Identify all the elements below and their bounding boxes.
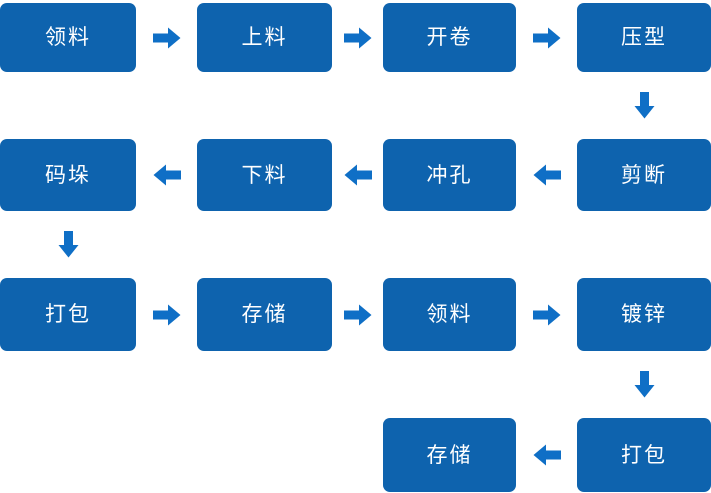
flow-node-label: 领料	[45, 25, 91, 49]
flow-node-label: 存储	[241, 302, 288, 326]
arrow-left-icon	[533, 164, 561, 186]
flow-node: 打包	[577, 418, 711, 492]
arrow-left-icon	[533, 444, 561, 466]
flow-node-label: 码垛	[45, 162, 91, 187]
flow-node: 剪断	[577, 139, 711, 211]
arrow-right-icon	[343, 27, 371, 48]
arrow-right-icon	[532, 27, 560, 48]
flow-node-label: 压型	[621, 25, 667, 49]
flow-node-label: 开卷	[426, 25, 473, 49]
flow-node-label: 剪断	[621, 162, 667, 187]
arrow-right-icon	[343, 304, 371, 325]
arrow-right-icon	[152, 304, 180, 325]
flow-node-label: 领料	[426, 302, 473, 326]
flow-node-label: 下料	[241, 162, 288, 187]
flow-node: 存储	[383, 418, 516, 492]
flow-node-label: 冲孔	[426, 162, 473, 187]
arrow-down-icon	[634, 92, 654, 119]
flow-node: 领料	[383, 278, 516, 351]
flow-node: 码垛	[0, 139, 136, 211]
flow-node-label: 存储	[426, 442, 473, 467]
arrow-left-icon	[344, 164, 372, 186]
flow-node-label: 打包	[621, 442, 667, 467]
flow-node-label: 打包	[45, 302, 91, 326]
flow-node: 打包	[0, 278, 136, 351]
arrow-down-icon	[58, 231, 78, 258]
flow-node: 冲孔	[383, 139, 516, 211]
arrow-right-icon	[152, 27, 180, 48]
flow-node: 领料	[0, 3, 136, 72]
flow-node-label: 上料	[241, 25, 288, 49]
arrow-down-icon	[634, 371, 654, 398]
flow-node: 下料	[197, 139, 332, 211]
flow-node: 上料	[197, 3, 332, 72]
flow-node: 镀锌	[577, 278, 711, 351]
arrow-left-icon	[153, 164, 181, 186]
flow-node: 压型	[577, 3, 711, 72]
flow-node: 开卷	[383, 3, 516, 72]
arrow-right-icon	[532, 304, 560, 325]
flow-node-label: 镀锌	[621, 302, 667, 326]
flow-node: 存储	[197, 278, 332, 351]
